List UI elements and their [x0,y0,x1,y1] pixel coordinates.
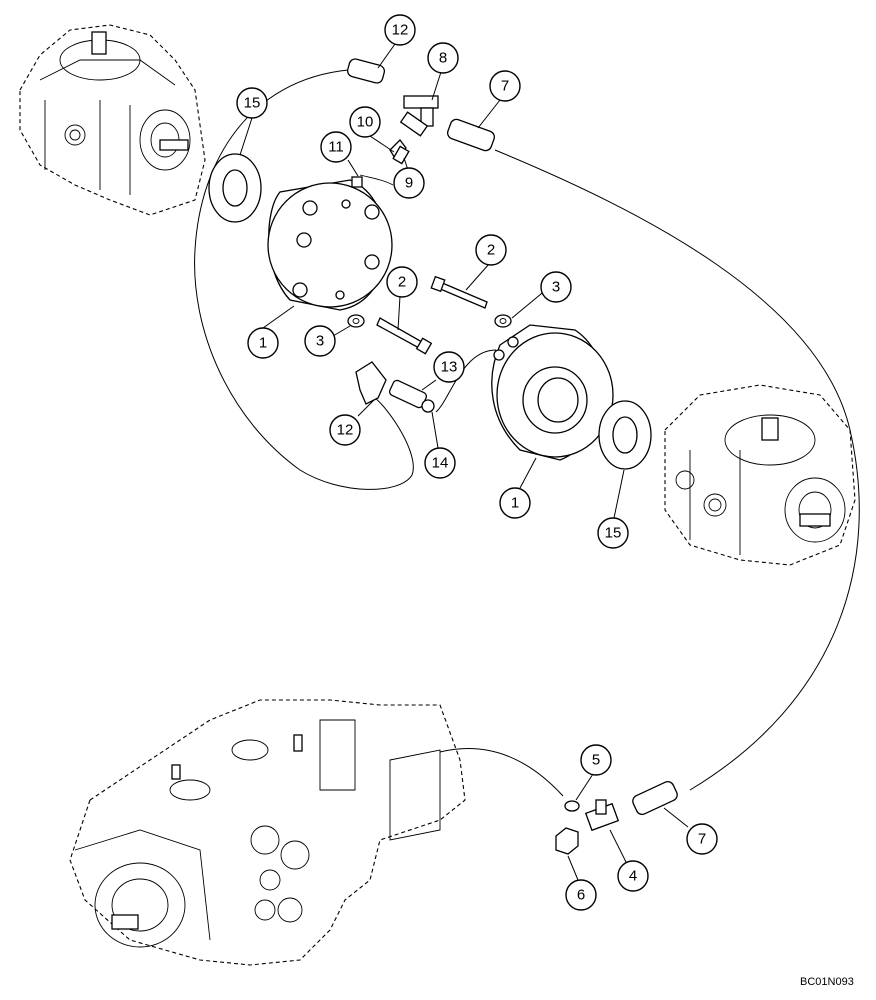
drawing-code: BC01N093 [800,976,854,988]
callout-4: 4 [617,860,649,892]
brake-assembly-right [491,324,614,461]
svg-text:15: 15 [605,525,622,542]
svg-text:12: 12 [337,422,354,439]
svg-text:3: 3 [552,279,560,296]
brake-assembly-left [267,176,393,311]
callout-7-bottom: 7 [686,823,718,855]
svg-text:2: 2 [487,242,495,259]
callouts: 12 8 7 15 10 11 9 2 3 2 1 3 13 12 14 1 1… [236,14,718,911]
hydraulic-motor-right [664,384,856,566]
svg-text:10: 10 [357,114,374,131]
leader-lines [239,43,689,881]
svg-text:1: 1 [511,495,519,512]
svg-text:14: 14 [432,455,449,472]
callout-3-right: 3 [540,271,572,303]
callout-6: 6 [565,879,597,911]
callout-12-top: 12 [384,14,416,46]
callout-1-right: 1 [499,487,531,519]
svg-text:4: 4 [629,868,637,885]
callout-2-right: 2 [475,234,507,266]
callout-1-left: 1 [247,327,279,359]
svg-text:6: 6 [577,887,585,904]
callout-7-top: 7 [489,70,521,102]
svg-text:9: 9 [405,175,413,192]
callout-12-left: 12 [329,414,361,446]
callout-14: 14 [424,447,456,479]
callout-3-left: 3 [304,325,336,357]
seals [208,153,652,470]
svg-text:3: 3 [316,333,324,350]
hydraulic-motor-top-left [19,24,206,216]
svg-text:5: 5 [592,752,600,769]
elbow-fittings [355,361,435,413]
svg-text:12: 12 [392,22,409,39]
callout-8: 8 [427,42,459,74]
top-fittings [346,58,495,186]
callout-13: 13 [433,351,465,383]
svg-text:1: 1 [259,335,267,352]
svg-text:11: 11 [328,139,344,156]
callout-11: 11 [320,131,352,163]
pump-assembly-bottom [69,699,466,966]
svg-text:8: 8 [439,50,447,67]
callout-5: 5 [580,744,612,776]
svg-text:2: 2 [398,274,406,291]
svg-text:13: 13 [441,359,458,376]
callout-2-left: 2 [386,266,418,298]
callout-9: 9 [393,167,425,199]
callout-15-right: 15 [597,517,629,549]
svg-text:7: 7 [698,831,706,848]
bolts-and-washers [347,275,512,355]
svg-text:15: 15 [244,95,261,112]
callout-10: 10 [349,106,381,138]
callout-15-left: 15 [236,87,268,119]
svg-text:7: 7 [501,78,509,95]
bottom-fittings [555,780,678,855]
